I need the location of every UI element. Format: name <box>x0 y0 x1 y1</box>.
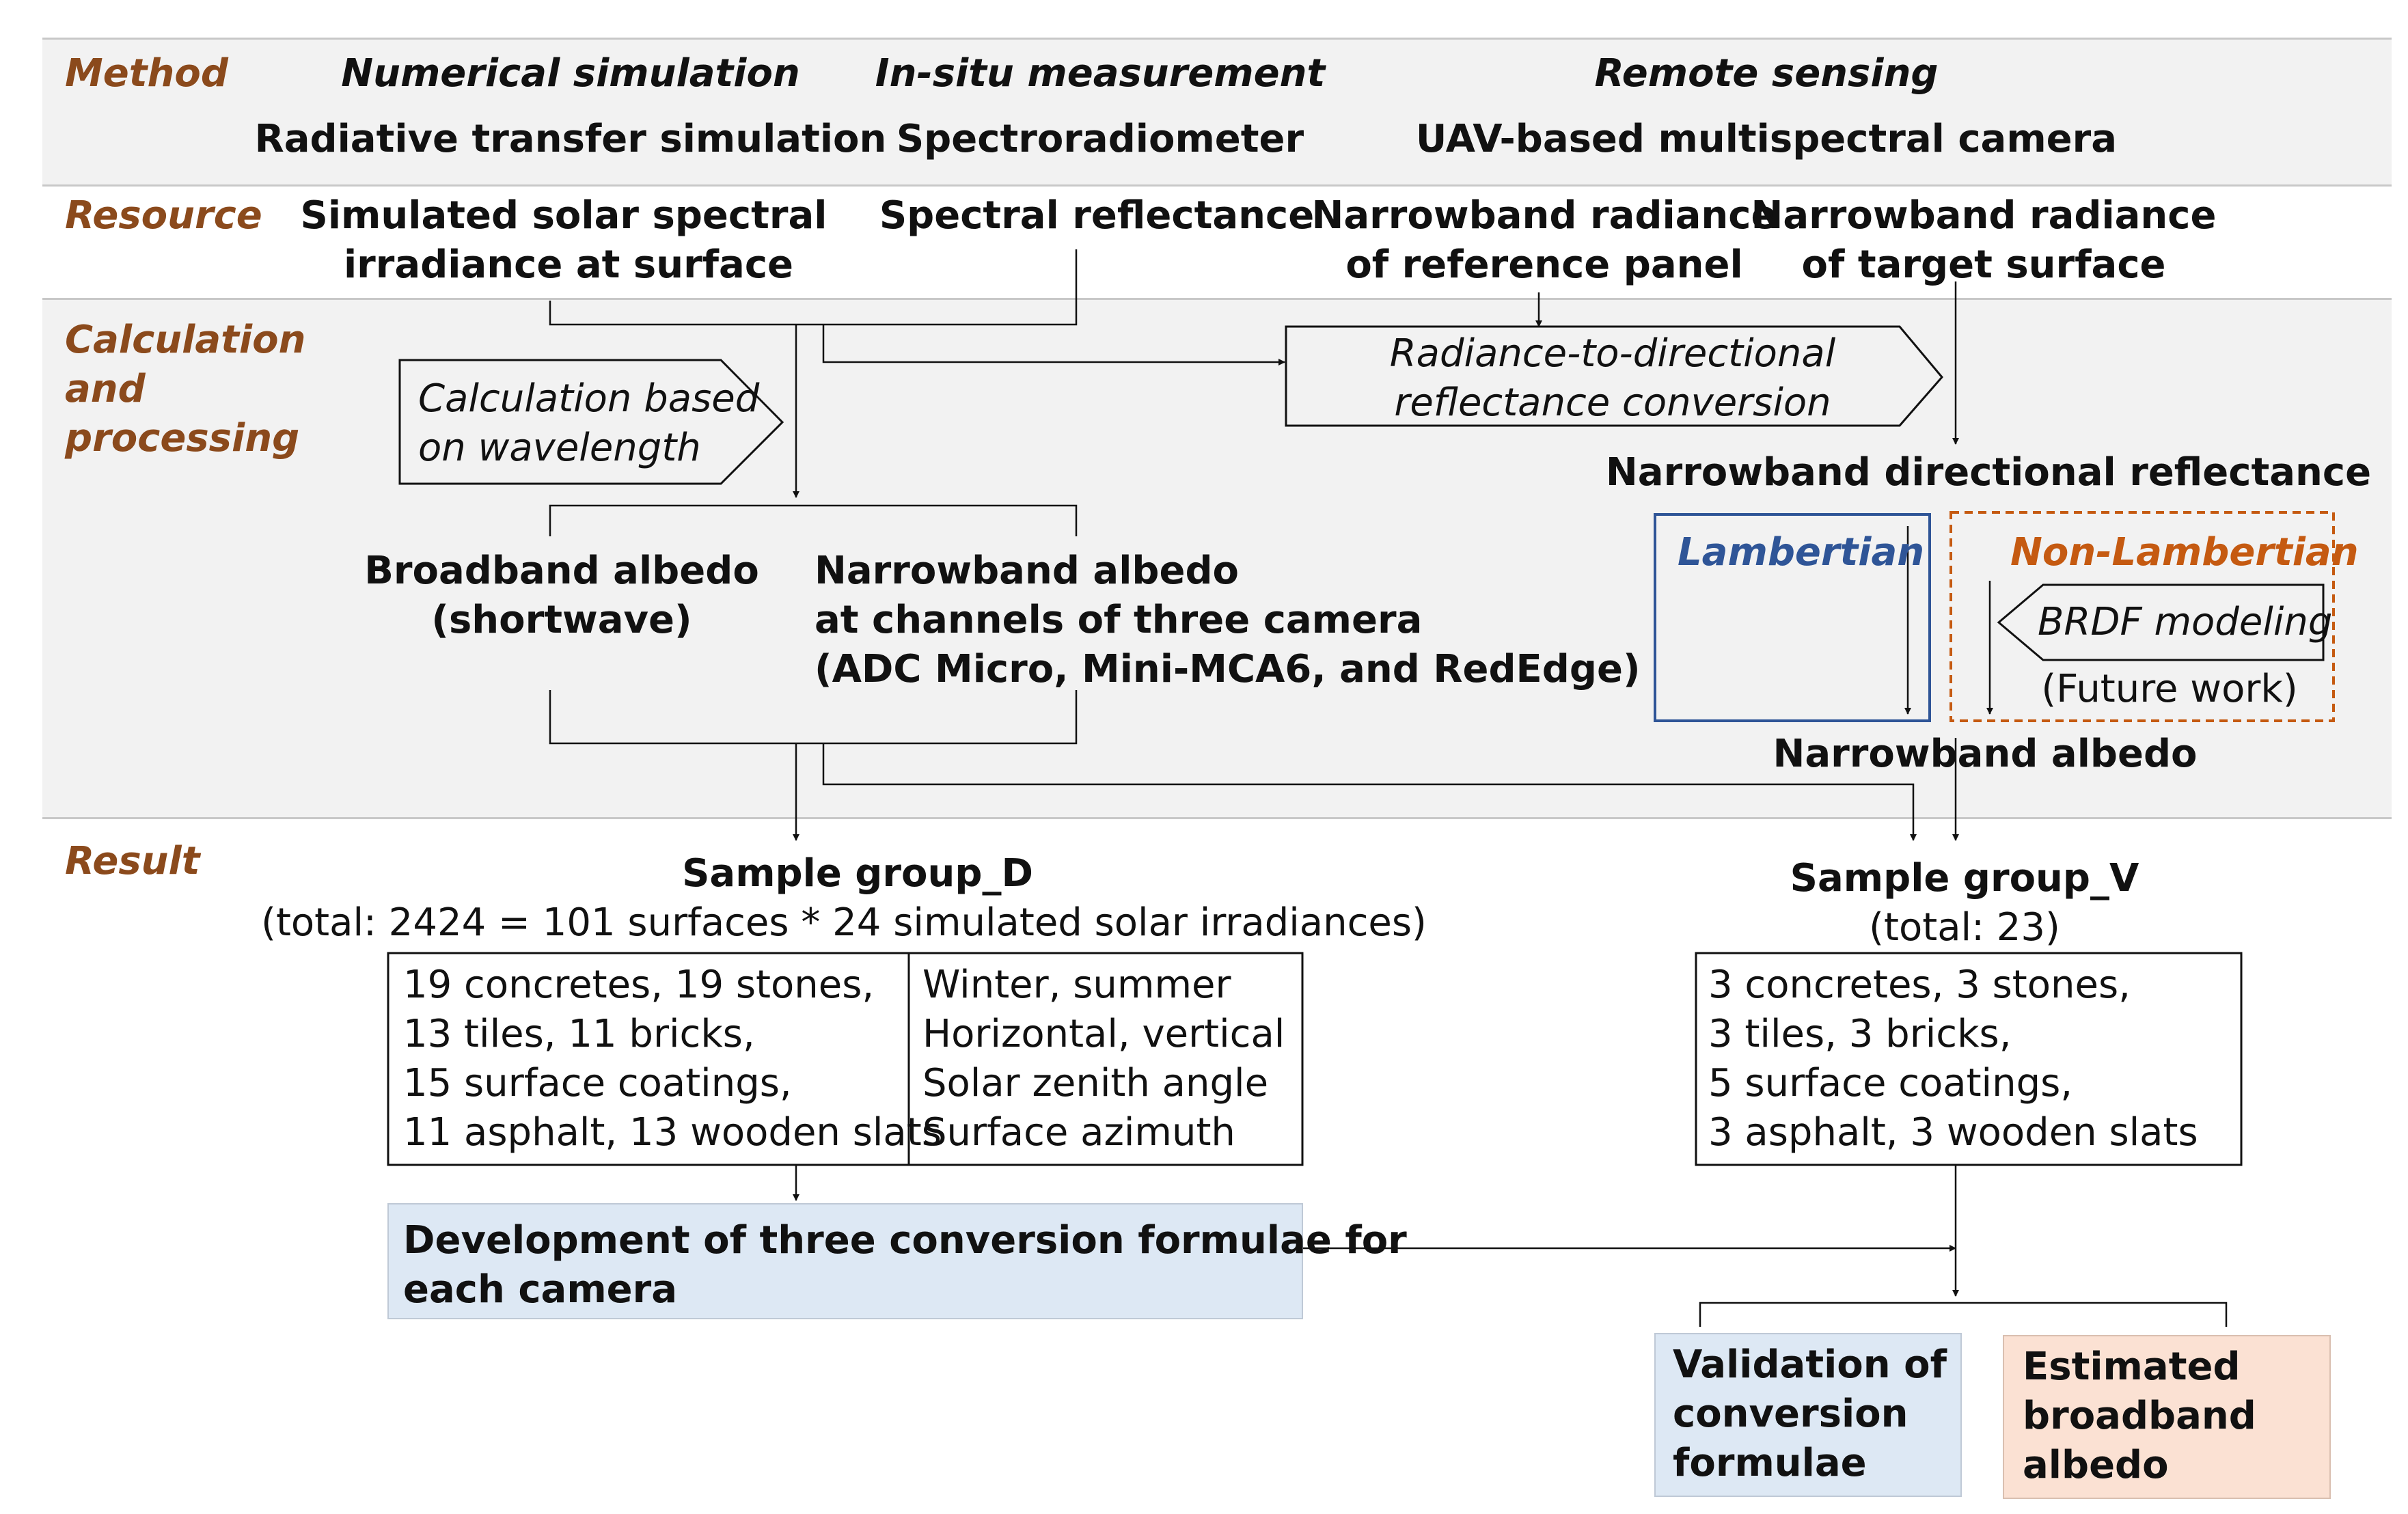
group-d-condition-item: Winter, summer <box>922 963 1231 1007</box>
bracket-final <box>1699 1302 2228 1327</box>
lambertian-label: Lambertian <box>1678 530 1925 575</box>
resource-target-line2: of target surface <box>1801 243 2166 287</box>
validation-line3: formulae <box>1673 1441 1867 1485</box>
group-d-table <box>387 952 1304 1166</box>
group-v-surface-item: 3 concretes, 3 stones, <box>1708 963 2131 1007</box>
lambertian-box <box>1654 513 1931 722</box>
method-band <box>42 38 2392 187</box>
group-v-total: (total: 23) <box>1869 905 2060 950</box>
development-box <box>387 1203 1303 1319</box>
resource-ref-panel-line1: Narrowband radiance <box>1311 193 1777 238</box>
section-calc-1: Calculation <box>65 318 306 362</box>
group-d-title: Sample group_D <box>682 851 1033 896</box>
validation-line1: Validation of <box>1673 1343 1947 1387</box>
group-v-surface-item: 3 asphalt, 3 wooden slats <box>1708 1110 2198 1155</box>
directional-reflectance: Narrowband directional reflectance <box>1605 450 2372 495</box>
section-result: Result <box>65 839 200 883</box>
group-d-condition-item: Horizontal, vertical <box>922 1012 1285 1056</box>
broadband-albedo-line2: (shortwave) <box>431 598 692 642</box>
estimated-line1: Estimated <box>2023 1345 2241 1389</box>
future-work-label: (Future work) <box>2041 667 2298 711</box>
group-d-surface-item: 19 concretes, 19 stones, <box>403 963 875 1007</box>
group-v-title: Sample group_V <box>1790 856 2139 900</box>
calc-wave-line2: on wavelength <box>418 426 701 470</box>
brdf-shape <box>1997 583 2325 661</box>
method-numerical-sub: Radiative transfer simulation <box>254 117 887 161</box>
narrowband-albedo-line1: Narrowband albedo <box>815 549 1240 593</box>
group-v-table <box>1695 952 2243 1166</box>
section-calc-2: and <box>65 367 146 411</box>
resource-irradiance-line1: Simulated solar spectral <box>300 193 827 238</box>
bracket-albedo-bottom <box>549 690 1078 745</box>
arrow-to-conversion <box>822 325 1285 366</box>
calc-wave-line1: Calculation based <box>418 376 760 421</box>
estimated-line2: broadband <box>2023 1394 2256 1438</box>
estimated-line3: albedo <box>2023 1443 2169 1487</box>
group-d-condition-item: Solar zenith angle <box>922 1061 1269 1105</box>
resource-target-line1: Narrowband radiance <box>1751 193 2217 238</box>
section-calc-3: processing <box>65 416 300 460</box>
section-method: Method <box>65 51 228 96</box>
group-d-surface-item: 15 surface coatings, <box>403 1061 792 1105</box>
group-d-surface-item: 13 tiles, 11 bricks, <box>403 1012 755 1056</box>
resource-ref-panel-line2: of reference panel <box>1345 243 1743 287</box>
method-insitu-sub: Spectroradiometer <box>896 117 1304 161</box>
calc-wave-shape <box>398 359 784 485</box>
conversion-line1: Radiance-to-directional <box>1389 331 1836 376</box>
narrowband-albedo-result: Narrowband albedo <box>1773 732 2198 776</box>
conversion-line2: reflectance conversion <box>1394 381 1831 425</box>
non-lambertian-box <box>1949 511 2335 722</box>
narrowband-albedo-line3: (ADC Micro, Mini-MCA6, and RedEdge) <box>815 647 1641 691</box>
resource-irradiance-line2: irradiance at surface <box>343 243 794 287</box>
validation-line2: conversion <box>1673 1392 1908 1436</box>
group-v-surface-item: 3 tiles, 3 bricks, <box>1708 1012 2012 1056</box>
arrow-narrowband-to-group-v <box>822 743 1917 841</box>
method-remote-sub: UAV-based multispectral camera <box>1415 117 2118 161</box>
estimated-box <box>2003 1335 2331 1499</box>
group-d-condition-item: Surface azimuth <box>922 1110 1235 1155</box>
development-line2: each camera <box>403 1267 678 1312</box>
narrowband-albedo-line2: at channels of three camera <box>815 598 1423 642</box>
development-line1: Development of three conversion formulae… <box>403 1218 1407 1263</box>
group-d-total: (total: 2424 = 101 surfaces * 24 simulat… <box>261 900 1427 945</box>
method-remote: Remote sensing <box>1594 51 1939 96</box>
brdf-label: BRDF modeling <box>2038 600 2333 644</box>
conversion-shape <box>1285 325 1943 427</box>
method-insitu: In-situ measurement <box>875 51 1326 96</box>
bracket-albedo-top <box>549 504 1078 536</box>
group-v-surface-item: 5 surface coatings, <box>1708 1061 2073 1105</box>
group-d-surface-item: 11 asphalt, 13 wooden slats <box>403 1110 942 1155</box>
method-numerical: Numerical simulation <box>341 51 800 96</box>
validation-box <box>1654 1333 1962 1497</box>
resource-reflectance: Spectral reflectance <box>879 193 1315 238</box>
merge-line-resources <box>549 249 1078 326</box>
section-resource: Resource <box>65 193 262 238</box>
non-lambertian-label: Non-Lambertian <box>2010 530 2359 575</box>
broadband-albedo-line1: Broadband albedo <box>364 549 759 593</box>
